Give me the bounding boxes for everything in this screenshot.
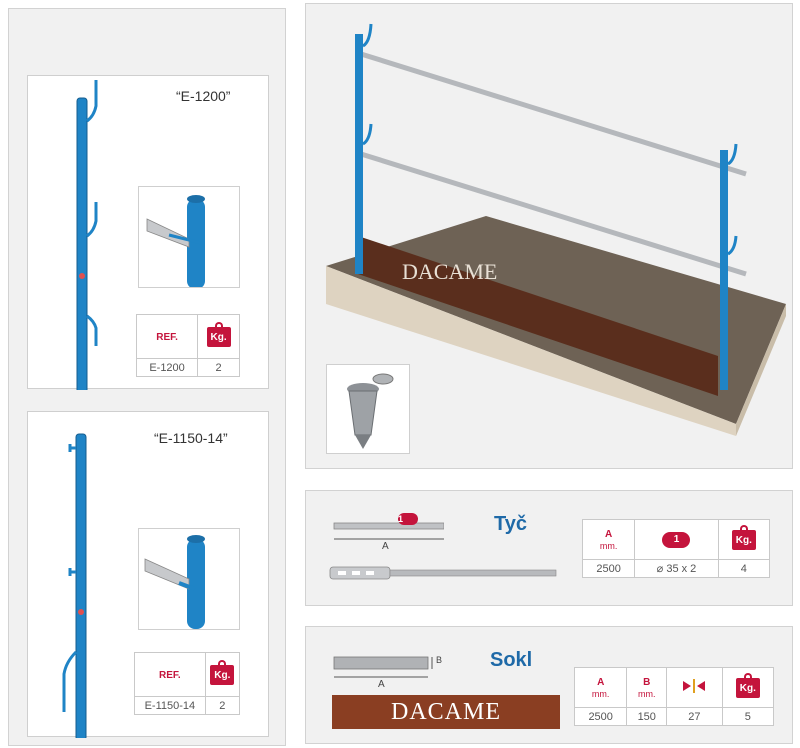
clamp-detail-icon [146, 195, 205, 289]
sokl-board: DACAME [332, 695, 560, 729]
val-a: 2500 [573, 707, 628, 726]
scene-panel: DACAME [305, 3, 793, 469]
ref-label: REF. [134, 652, 206, 697]
railing-scene: DACAME [326, 23, 786, 436]
val-a: 2500 [581, 559, 636, 578]
val-weight: 5 [721, 707, 775, 726]
weight-icon: Kg. [204, 652, 241, 697]
thickness-icon [666, 667, 723, 708]
e1150-title: “E-1150-14” [154, 430, 228, 446]
val-diameter: ⌀ 35 x 2 [634, 559, 719, 578]
anchor-detail-box [326, 364, 410, 454]
e1200-spec-table: REF. Kg. E-1200 2 [135, 314, 240, 377]
e1150-detail-box [138, 528, 240, 630]
ref-label: REF. [135, 314, 199, 359]
ref-value: E-1150-14 [134, 696, 206, 715]
weight-icon: Kg. [197, 314, 240, 359]
tyc-dim-label: A [382, 541, 389, 552]
e1150-spec-table: REF. Kg. E-1150-14 2 [134, 652, 241, 715]
sokl-brand-text: DACAME [390, 699, 501, 725]
val-weight: 4 [717, 559, 771, 578]
col-diameter-header: 1 [634, 519, 719, 560]
tyc-drawing [333, 522, 444, 540]
sokl-title: Sokl [490, 649, 533, 671]
sokl-drawing [333, 656, 433, 678]
tyc-rail-icon [329, 566, 557, 580]
anchor-plug-icon [347, 373, 394, 449]
e1200-detail-box [138, 186, 240, 289]
weight-value: 2 [204, 696, 241, 715]
ref-value: E-1200 [135, 358, 199, 377]
weight-icon: Kg. [717, 519, 771, 560]
tyc-title: Tyč [494, 513, 527, 535]
weight-icon: Kg. [721, 667, 775, 708]
tyc-marker: 1 [398, 509, 418, 527]
e1150-card: “E-1150-14” REF. Kg. E-1150-14 2 [27, 411, 269, 738]
left-panel: “E-1200” REF. Kg. E-1200 2 [8, 8, 286, 746]
scene-brand-text: DACAME [402, 259, 497, 284]
val-thickness: 27 [666, 707, 723, 726]
e1200-card: “E-1200” REF. Kg. E-1200 2 [27, 75, 269, 390]
clamp-detail-icon [144, 535, 205, 629]
e1200-pole-illustration [76, 80, 98, 390]
e1150-pole-illustration [62, 433, 87, 738]
weight-value: 2 [197, 358, 240, 377]
sokl-dim-b: B [436, 655, 443, 665]
sokl-dim-a: A [378, 679, 385, 690]
e1200-title: “E-1200” [176, 88, 231, 104]
val-b: 150 [626, 707, 668, 726]
thickness-arrows-icon [683, 679, 706, 693]
